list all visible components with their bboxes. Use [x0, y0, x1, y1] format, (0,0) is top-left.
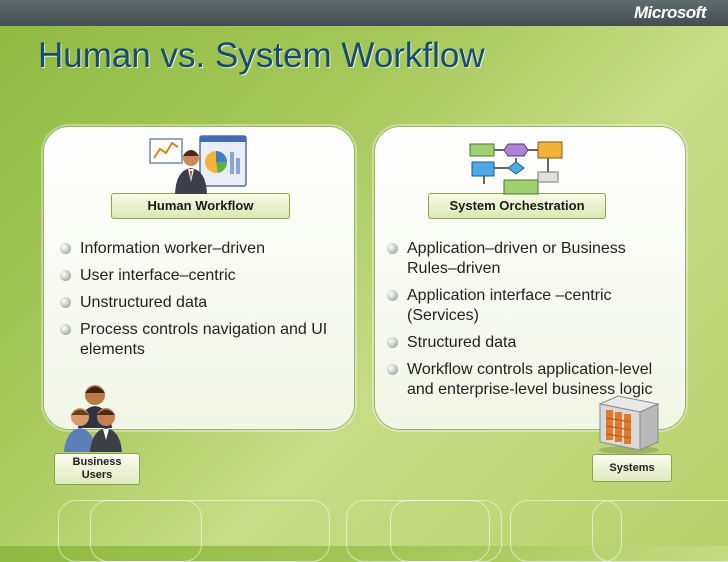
- system-orchestration-list: Application–driven or Business Rules–dri…: [381, 239, 677, 407]
- list-item: Structured data: [381, 333, 677, 353]
- list-item: User interface–centric: [54, 266, 344, 286]
- decorative-arc: [390, 500, 502, 562]
- human-workflow-label: Human Workflow: [111, 193, 290, 219]
- systems-badge: Systems: [592, 454, 672, 482]
- system-orchestration-panel: Application–driven or Business Rules–dri…: [374, 126, 686, 430]
- business-users-badge: Business Users: [54, 453, 140, 485]
- slide-title: Human vs. System Workflow: [38, 36, 485, 75]
- system-orchestration-label: System Orchestration: [428, 193, 606, 219]
- top-bar: Microsoft: [0, 0, 728, 26]
- bullet-icon: [387, 243, 398, 254]
- bullet-icon: [60, 243, 71, 254]
- list-item: Process controls navigation and UI eleme…: [54, 320, 344, 360]
- bullet-icon: [387, 290, 398, 301]
- flowchart-icon: [469, 141, 563, 195]
- bullet-icon: [60, 270, 71, 281]
- decorative-arc: [90, 500, 330, 562]
- bullet-icon: [387, 337, 398, 348]
- microsoft-logo: Microsoft: [634, 3, 707, 22]
- server-icon: [598, 395, 660, 454]
- list-item: Application–driven or Business Rules–dri…: [381, 239, 677, 279]
- human-workflow-list: Information worker–driven User interface…: [54, 239, 344, 367]
- person-with-charts-icon: [149, 135, 247, 194]
- list-item: Information worker–driven: [54, 239, 344, 259]
- list-item: Unstructured data: [54, 293, 344, 313]
- list-item: Workflow controls application-level and …: [381, 360, 677, 400]
- bullet-icon: [387, 364, 398, 375]
- people-group-icon: [64, 385, 122, 452]
- bullet-icon: [60, 297, 71, 308]
- decorative-arc: [592, 500, 728, 562]
- bullet-icon: [60, 324, 71, 335]
- list-item: Application interface –centric (Services…: [381, 286, 677, 326]
